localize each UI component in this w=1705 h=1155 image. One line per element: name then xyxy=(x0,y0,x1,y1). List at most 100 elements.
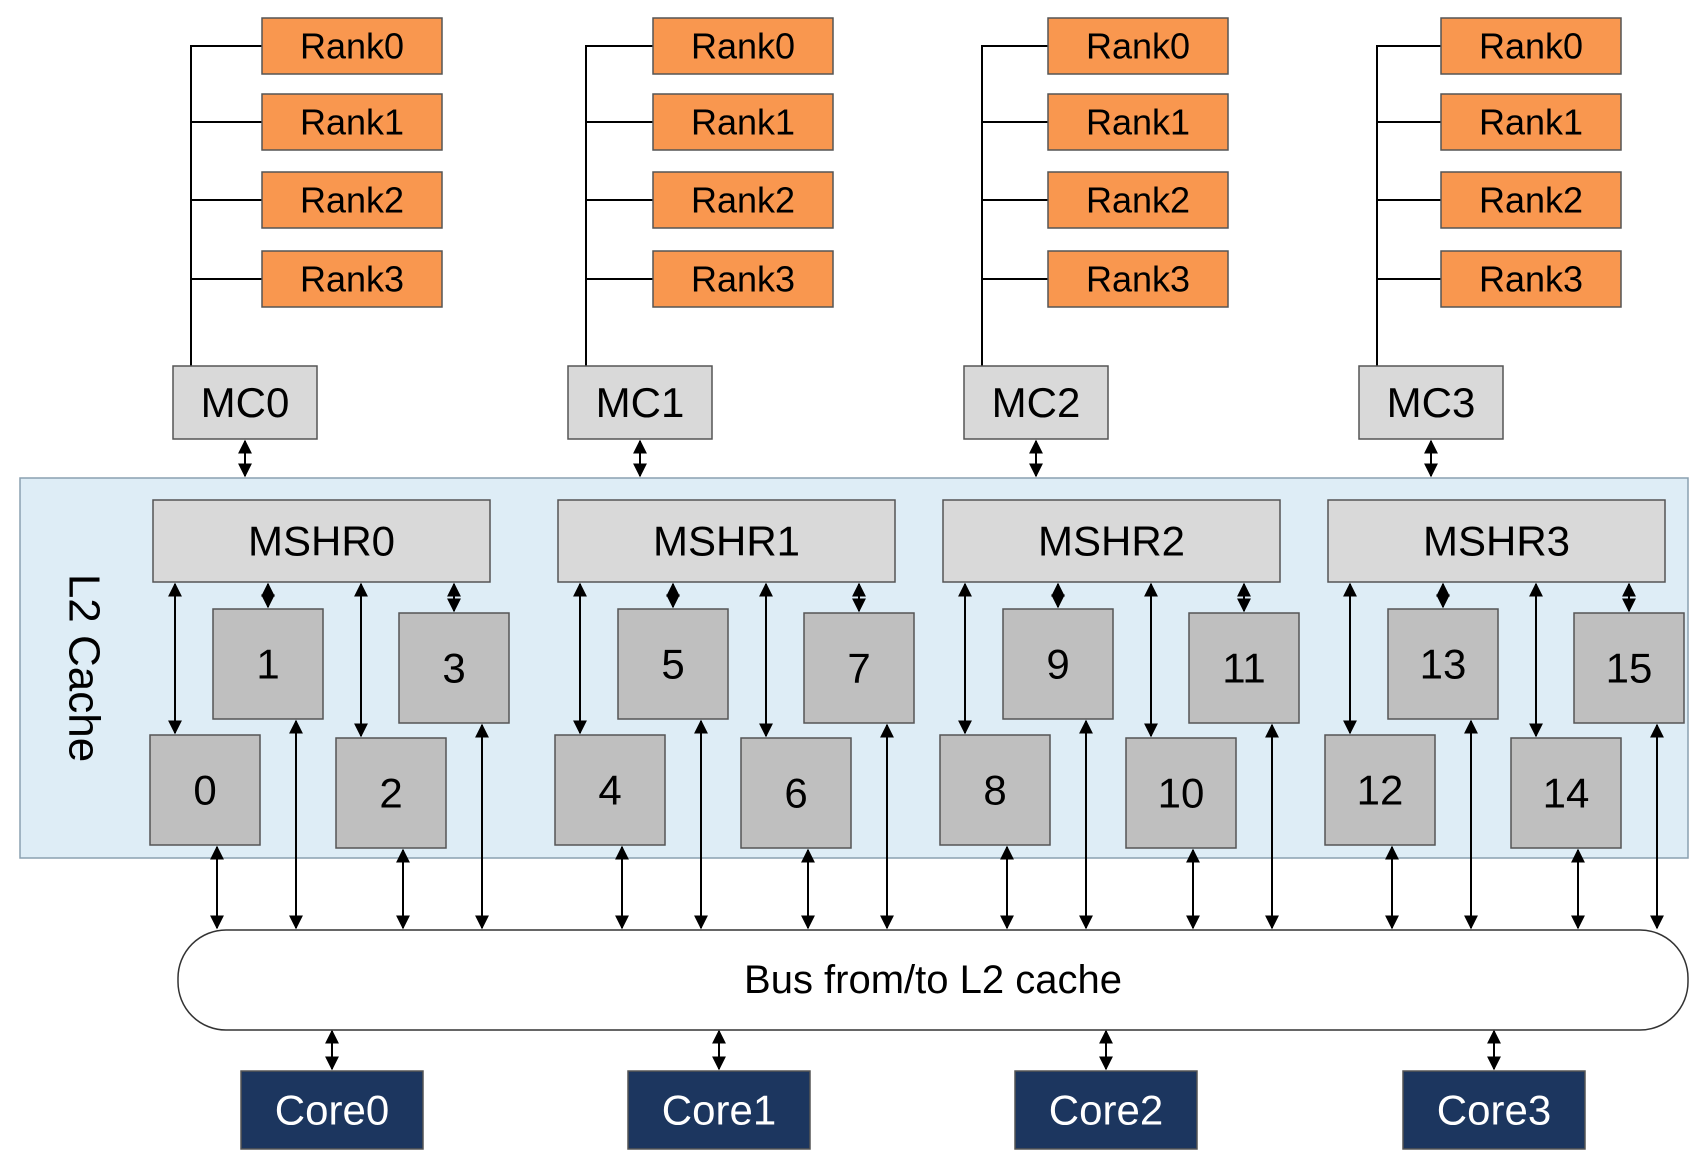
mshr-3: MSHR3 xyxy=(1327,499,1666,583)
mshr-0-rect xyxy=(152,499,491,583)
cache-bank-5-label: 5 xyxy=(661,641,684,688)
mshr-2-rect xyxy=(942,499,1281,583)
mc2-rank2: Rank2 xyxy=(1047,171,1229,229)
cache-bank-3-rect xyxy=(398,612,510,724)
mc1-rank1-rect xyxy=(652,93,834,151)
mc0-rank2-label: Rank2 xyxy=(300,180,404,221)
memory-controller-0-label: MC0 xyxy=(201,379,290,426)
mc1-rank3-rect xyxy=(652,250,834,308)
mshr-1: MSHR1 xyxy=(557,499,896,583)
mc2-rank0-label: Rank0 xyxy=(1086,26,1190,67)
mc3-rank2: Rank2 xyxy=(1440,171,1622,229)
cache-bank-3: 3 xyxy=(398,612,510,724)
mshr-0: MSHR0 xyxy=(152,499,491,583)
mc2-rank0-rect xyxy=(1047,17,1229,75)
memory-controller-1-label: MC1 xyxy=(596,379,685,426)
cache-bank-12-label: 12 xyxy=(1357,767,1404,814)
mc3-rank2-label: Rank2 xyxy=(1479,180,1583,221)
cache-bank-5-rect xyxy=(617,608,729,720)
core-3-rect xyxy=(1402,1070,1586,1150)
mc0-rank0-rect xyxy=(261,17,443,75)
cache-bank-1: 1 xyxy=(212,608,324,720)
cache-bank-6-label: 6 xyxy=(784,770,807,817)
bus-shape xyxy=(177,929,1689,1031)
memory-controller-2-rect xyxy=(963,365,1109,440)
cache-bank-10-label: 10 xyxy=(1158,770,1205,817)
cache-bank-4-label: 4 xyxy=(598,767,621,814)
mshr-2: MSHR2 xyxy=(942,499,1281,583)
core-3-label: Core3 xyxy=(1437,1087,1551,1134)
mc3-rank1-rect xyxy=(1440,93,1622,151)
core-2-rect xyxy=(1014,1070,1198,1150)
cache-bank-7-rect xyxy=(803,612,915,724)
mshr-0-label: MSHR0 xyxy=(248,518,395,565)
mc3-rank2-rect xyxy=(1440,171,1622,229)
mc3-rank0-rect xyxy=(1440,17,1622,75)
mc0-rank0-label: Rank0 xyxy=(300,26,404,67)
bus-label: Bus from/to L2 cache xyxy=(744,958,1122,1002)
memory-controller-3: MC3 xyxy=(1358,365,1504,440)
cache-bank-0-label: 0 xyxy=(193,767,216,814)
mc2-rank1-label: Rank1 xyxy=(1086,102,1190,143)
core-2: Core2 xyxy=(1014,1070,1198,1150)
memory-controller-1-rect xyxy=(567,365,713,440)
bus: Bus from/to L2 cache xyxy=(177,929,1689,1031)
cache-bank-9: 9 xyxy=(1002,608,1114,720)
mc3-rank1-label: Rank1 xyxy=(1479,102,1583,143)
cache-bank-11: 11 xyxy=(1188,612,1300,724)
cache-bank-13-rect xyxy=(1387,608,1499,720)
cache-bank-7: 7 xyxy=(803,612,915,724)
mc0-rank1-rect xyxy=(261,93,443,151)
mshr-3-rect xyxy=(1327,499,1666,583)
mc1-rank1: Rank1 xyxy=(652,93,834,151)
cache-bank-9-label: 9 xyxy=(1046,641,1069,688)
mc1-rank2: Rank2 xyxy=(652,171,834,229)
cache-bank-4: 4 xyxy=(554,734,666,846)
mc0-rank1-label: Rank1 xyxy=(300,102,404,143)
cache-bank-8-rect xyxy=(939,734,1051,846)
mc0-rank3-label: Rank3 xyxy=(300,259,404,300)
mc0-rank0: Rank0 xyxy=(261,17,443,75)
cache-bank-9-rect xyxy=(1002,608,1114,720)
memory-controller-1: MC1 xyxy=(567,365,713,440)
cache-bank-7-label: 7 xyxy=(847,645,870,692)
mc2-rank1-rect xyxy=(1047,93,1229,151)
mc2-rank3-rect xyxy=(1047,250,1229,308)
core-0: Core0 xyxy=(240,1070,424,1150)
memory-controller-3-label: MC3 xyxy=(1387,379,1476,426)
core-0-rect xyxy=(240,1070,424,1150)
mshr-1-label: MSHR1 xyxy=(653,518,800,565)
cache-bank-3-label: 3 xyxy=(442,645,465,692)
mc3-rank0: Rank0 xyxy=(1440,17,1622,75)
memory-controller-2-label: MC2 xyxy=(992,379,1081,426)
mc1-rank3-label: Rank3 xyxy=(691,259,795,300)
cache-bank-2: 2 xyxy=(335,737,447,849)
mc1-rank3: Rank3 xyxy=(652,250,834,308)
memory-controller-0-rect xyxy=(172,365,318,440)
cache-bank-12: 12 xyxy=(1324,734,1436,846)
core-1-rect xyxy=(627,1070,811,1150)
mc2-rank3: Rank3 xyxy=(1047,250,1229,308)
cache-bank-14-label: 14 xyxy=(1543,770,1590,817)
cache-bank-1-label: 1 xyxy=(256,641,279,688)
cache-bank-13-label: 13 xyxy=(1420,641,1467,688)
l2-cache-label: L2 Cache xyxy=(60,574,109,762)
mc0-rank3: Rank3 xyxy=(261,250,443,308)
mshr-2-label: MSHR2 xyxy=(1038,518,1185,565)
mc0-rank1: Rank1 xyxy=(261,93,443,151)
core-2-label: Core2 xyxy=(1049,1087,1163,1134)
cache-bank-8: 8 xyxy=(939,734,1051,846)
cache-bank-12-rect xyxy=(1324,734,1436,846)
mc1-rank0-label: Rank0 xyxy=(691,26,795,67)
mc0-rank2: Rank2 xyxy=(261,171,443,229)
core-0-label: Core0 xyxy=(275,1087,389,1134)
cache-bank-2-rect xyxy=(335,737,447,849)
mc3-rank1: Rank1 xyxy=(1440,93,1622,151)
cache-bank-4-rect xyxy=(554,734,666,846)
memory-controller-0: MC0 xyxy=(172,365,318,440)
cache-bank-6: 6 xyxy=(740,737,852,849)
cache-bank-14-rect xyxy=(1510,737,1622,849)
mc1-rank2-rect xyxy=(652,171,834,229)
memory-controller-3-rect xyxy=(1358,365,1504,440)
